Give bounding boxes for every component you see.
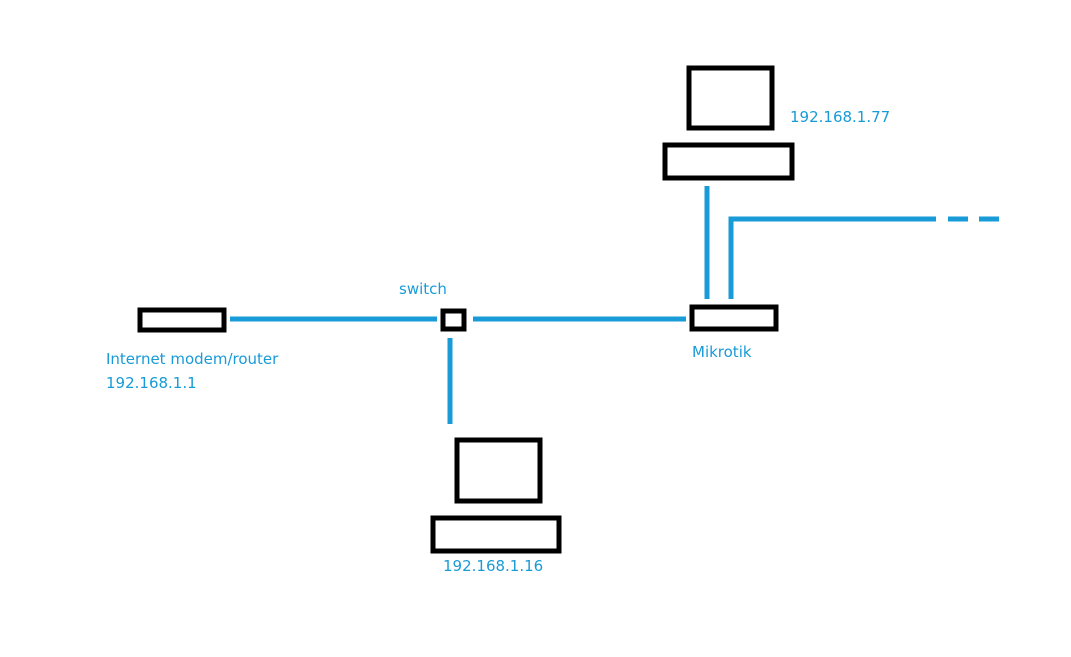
switch-label: switch: [399, 280, 447, 298]
labels: switch Internet modem/router 192.168.1.1…: [106, 108, 890, 575]
pc-bottom-ip-label: 192.168.1.16: [443, 557, 543, 575]
pc-bottom: [430, 437, 562, 554]
pc-top: [662, 65, 795, 181]
pc-top-monitor: [686, 65, 775, 131]
modem-router-device: [137, 307, 227, 333]
devices: [137, 65, 795, 554]
modem-ip-label: 192.168.1.1: [106, 374, 197, 392]
mikrotik-device: [689, 304, 779, 332]
links: [230, 186, 999, 424]
link-mikrotik-uplink: [728, 216, 936, 299]
switch-device: [440, 308, 467, 332]
pc-top-base: [662, 142, 795, 181]
mikrotik-label: Mikrotik: [692, 343, 752, 361]
modem-label: Internet modem/router: [106, 350, 279, 368]
pc-top-ip-label: 192.168.1.77: [790, 108, 890, 126]
pc-bottom-monitor: [454, 437, 543, 504]
pc-bottom-base: [430, 515, 562, 554]
